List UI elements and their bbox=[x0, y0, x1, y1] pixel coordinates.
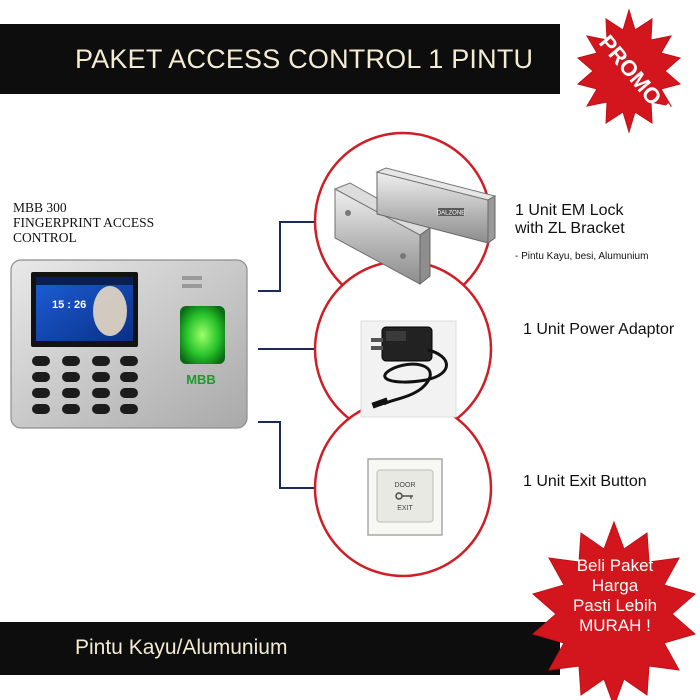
offer-line-3: Pasti Lebih bbox=[572, 596, 658, 615]
item-em-lock-line-1: 1 Unit EM Lock bbox=[515, 202, 624, 219]
item-label-power-adaptor: 1 Unit Power Adaptor bbox=[523, 321, 674, 339]
footer-bar: Pintu Kayu/Alumunium bbox=[0, 622, 560, 675]
item-exit-button-line-1: 1 Unit Exit Button bbox=[523, 473, 647, 490]
device-keypad bbox=[32, 356, 138, 414]
power-adaptor-image bbox=[360, 320, 457, 418]
exit-button-text-door: DOOR bbox=[395, 482, 416, 489]
offer-line-1: Beli Paket bbox=[576, 556, 654, 575]
offer-badge-text: Beli Paket Harga Pasti Lebih MURAH ! bbox=[549, 556, 681, 636]
item-em-lock-note: - Pintu Kayu, besi, Alumunium bbox=[515, 251, 649, 262]
device-model: MBB 300 FINGERPRINT ACCESS CONTROL bbox=[13, 200, 154, 245]
exit-button-text-exit: EXIT bbox=[397, 505, 413, 512]
offer-line-4: MURAH ! bbox=[579, 616, 651, 635]
item-label-exit-button: 1 Unit Exit Button bbox=[523, 473, 647, 491]
em-lock-image: DALZONE bbox=[333, 167, 497, 286]
offer-line-2: Harga bbox=[591, 576, 639, 595]
connector-exit-button bbox=[258, 421, 318, 489]
fingerprint-sensor bbox=[180, 306, 225, 364]
device-brand: MBB bbox=[186, 372, 216, 387]
footer-text: Pintu Kayu/Alumunium bbox=[75, 636, 288, 659]
device-model-line-3: CONTROL bbox=[13, 230, 77, 245]
fingerprint-device-image: 15 : 26 MBB bbox=[10, 259, 248, 429]
connector-lines bbox=[258, 221, 318, 489]
connector-em-lock bbox=[258, 221, 318, 292]
promo-badge: PROMO ! bbox=[576, 8, 682, 134]
item-power-adaptor-line-1: 1 Unit Power Adaptor bbox=[523, 321, 675, 338]
device-model-line-1: MBB 300 bbox=[13, 200, 67, 215]
device-screen-time: 15 : 26 bbox=[52, 299, 86, 311]
title-bar: PAKET ACCESS CONTROL 1 PINTU bbox=[0, 24, 560, 94]
page-title: PAKET ACCESS CONTROL 1 PINTU bbox=[75, 44, 534, 74]
hand-icon bbox=[93, 286, 127, 336]
lock-brand-plate bbox=[438, 208, 464, 216]
lock-brand-text: DALZONE bbox=[437, 211, 465, 217]
device-model-line-2: FINGERPRINT ACCESS bbox=[13, 215, 155, 230]
offer-badge bbox=[531, 520, 697, 700]
item-em-lock-line-2: with ZL Bracket bbox=[515, 220, 625, 237]
item-label-em-lock: 1 Unit EM Lock with ZL Bracket bbox=[515, 202, 625, 238]
exit-button-image: DOOR EXIT bbox=[367, 458, 443, 536]
